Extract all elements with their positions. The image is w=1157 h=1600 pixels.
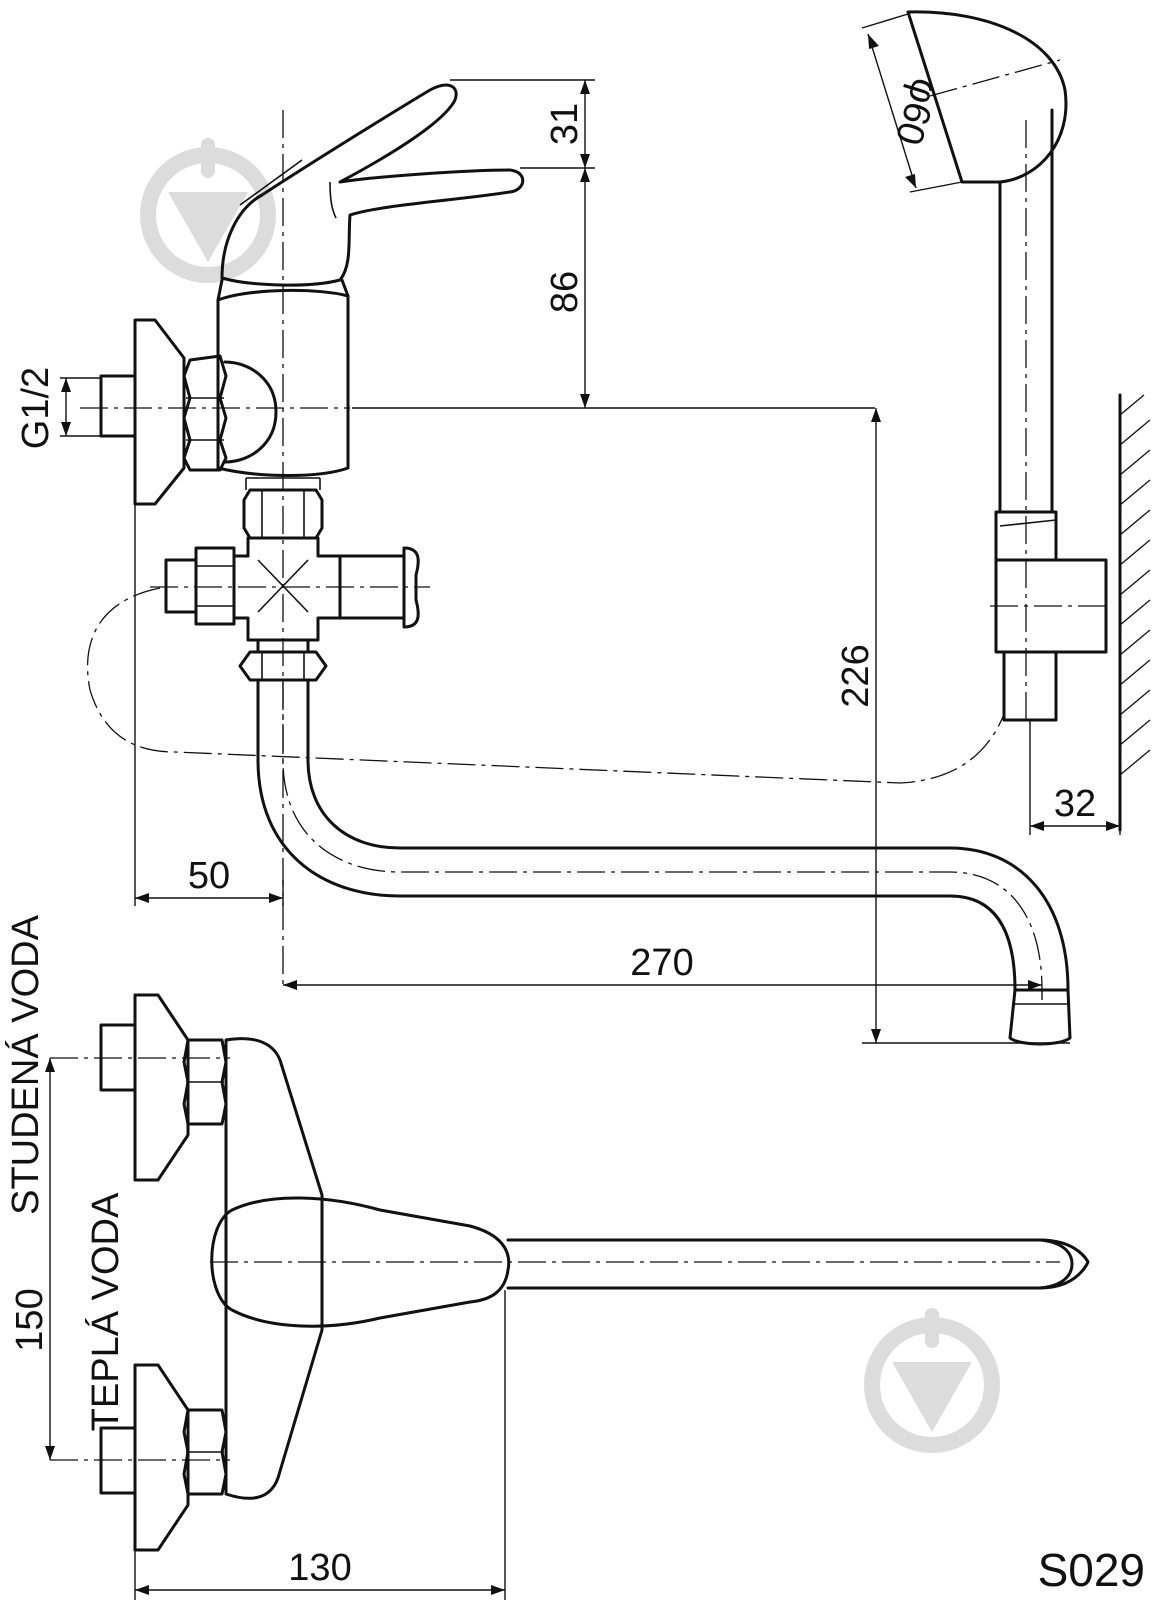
escutcheon-cold — [133, 993, 190, 1182]
side-view: G1/2 — [15, 79, 1072, 1046]
lower-nut — [238, 650, 328, 682]
wall-hatching — [1119, 394, 1151, 776]
dimension-phi60: φ60 — [887, 73, 947, 149]
spout-front — [506, 1238, 1090, 1290]
swing-path — [86, 587, 1006, 784]
spout — [256, 678, 1017, 992]
aerator — [1008, 988, 1072, 1046]
front-view: 150 STUDENÁ VODA TEPLÁ VODA 130 — [4, 914, 1090, 1600]
mixer-body-front — [224, 1037, 324, 1500]
diverter-block — [232, 536, 342, 642]
cold-water-label: STUDENÁ VODA — [4, 914, 47, 1214]
lever-handle — [220, 83, 525, 287]
dimension-86: 86 — [544, 271, 586, 313]
product-code: S029 — [1038, 1544, 1145, 1596]
hot-water-label: TEPLÁ VODA — [84, 1192, 127, 1431]
watermark-logo-bottom — [864, 1308, 1000, 1453]
escutcheon-hot — [133, 1363, 190, 1552]
wall-detail-view: φ60 — [861, 10, 1151, 835]
dimension-130: 130 — [288, 1547, 351, 1589]
dimension-32: 32 — [1054, 783, 1096, 825]
dimension-50: 50 — [188, 855, 230, 897]
hex-nut — [182, 354, 228, 472]
lever-front — [210, 1196, 511, 1328]
dimension-150: 150 — [9, 1288, 51, 1351]
dimension-226: 226 — [835, 644, 877, 707]
mixer-body — [216, 288, 350, 477]
watermark-logo-top — [140, 138, 276, 283]
head-profile — [906, 10, 1068, 184]
thread-size-label: G1/2 — [15, 367, 57, 449]
escutcheon — [133, 318, 186, 506]
dimension-31: 31 — [544, 103, 586, 145]
dimension-270: 270 — [630, 942, 693, 984]
